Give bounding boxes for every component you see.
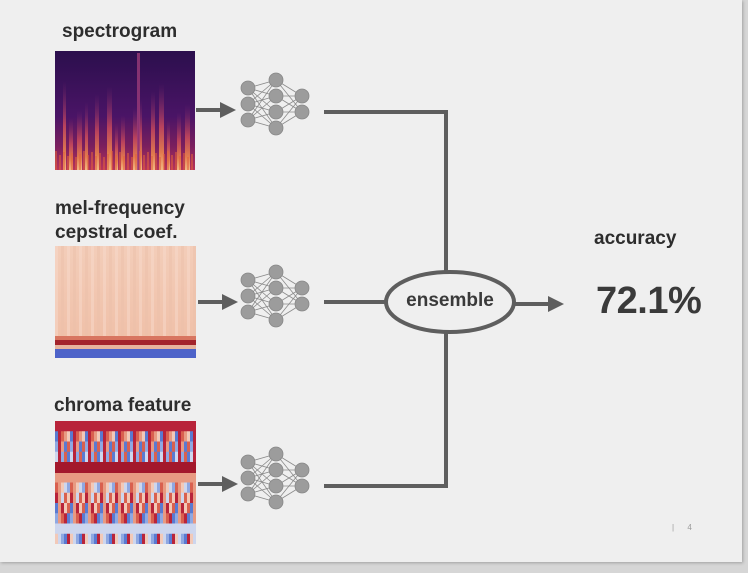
neural-network-icon <box>240 72 310 136</box>
neural-network-icon <box>240 446 310 510</box>
spectrogram-image <box>55 51 195 170</box>
slide: spectrogram mel-frequency cepstral coef.… <box>0 0 742 562</box>
page-number: | 4 <box>672 523 692 532</box>
accuracy-value: 72.1% <box>596 280 702 322</box>
top-connector <box>324 110 448 272</box>
bottom-connector <box>324 332 448 488</box>
neural-network-icon <box>240 264 310 328</box>
ensemble-label: ensemble <box>406 290 494 311</box>
chroma-label: chroma feature <box>54 395 192 416</box>
chroma-image <box>55 421 196 544</box>
mfcc-label: mel-frequency cepstral coef. <box>55 198 185 243</box>
diagram-canvas <box>196 72 564 510</box>
accuracy-label: accuracy <box>594 228 677 249</box>
spectrogram-label: spectrogram <box>62 21 178 42</box>
mfcc-image <box>55 246 196 358</box>
